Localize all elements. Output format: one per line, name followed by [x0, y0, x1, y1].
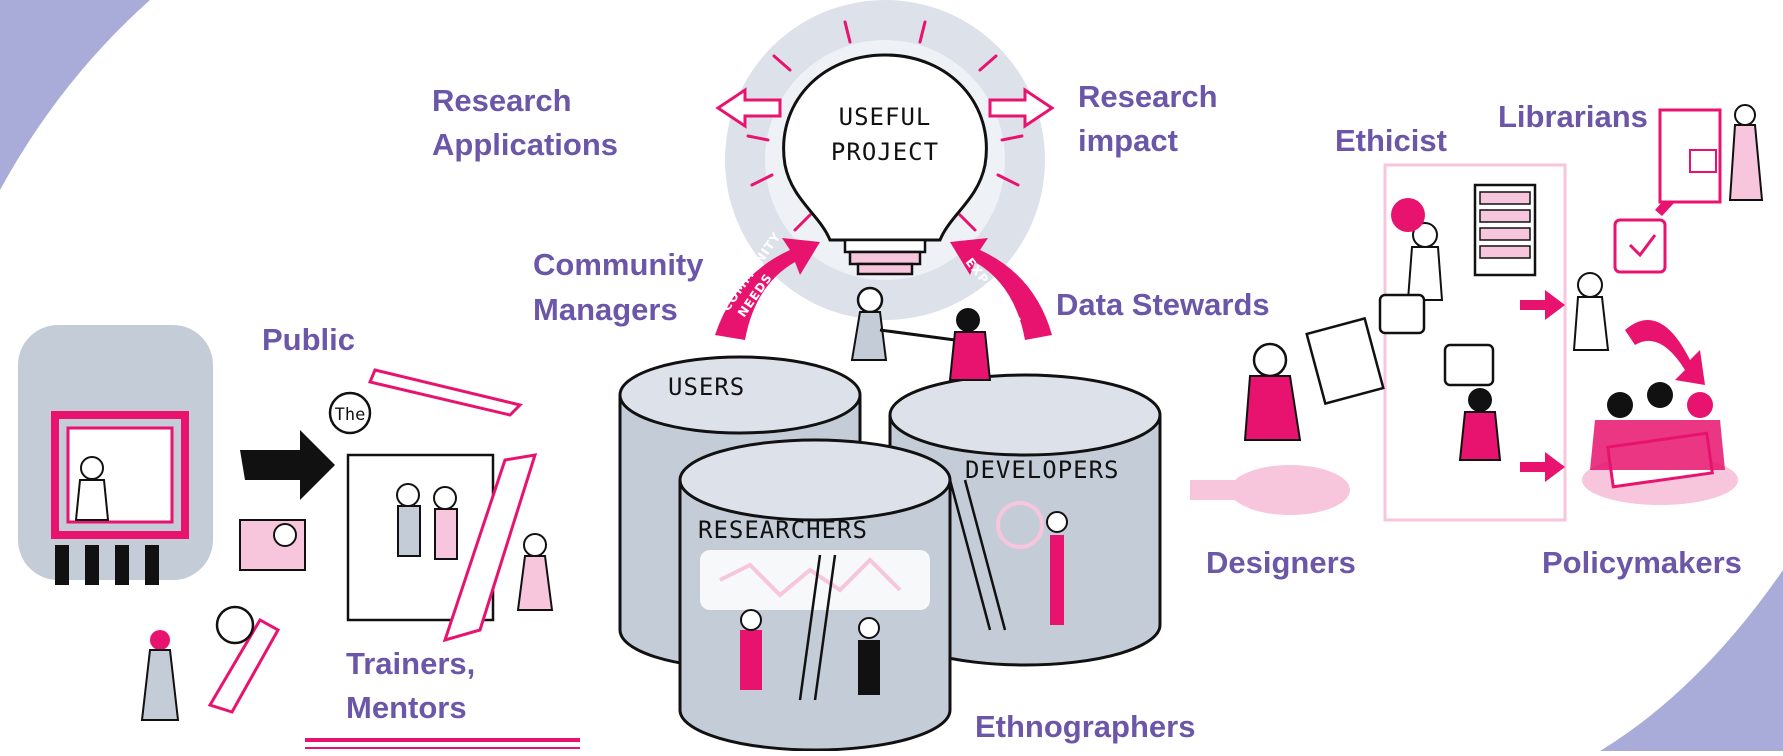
- corner-bottom-right: [1600, 570, 1783, 751]
- community-managers-label-line2: Managers: [533, 292, 678, 327]
- bulb-text-line2: PROJECT: [831, 138, 939, 166]
- designers-label: Designers: [1206, 545, 1356, 580]
- research-applications-label-line1: Research: [432, 83, 572, 118]
- data-stewards-label: Data Stewards: [1056, 287, 1270, 322]
- ethicist-label: Ethicist: [1335, 123, 1447, 158]
- right-scene: [1190, 104, 1764, 522]
- ethnographers-label: Ethnographers: [975, 709, 1196, 744]
- lightbulb-icon: [215, 605, 255, 645]
- research-impact-label-line1: Research: [1078, 79, 1218, 114]
- public-label: Public: [262, 322, 356, 357]
- checkbox-icon: [1613, 218, 1667, 274]
- cylinder-developers: DEVELOPERS: [888, 373, 1162, 667]
- trainers-label-line2: Mentors: [346, 690, 467, 725]
- bulb-text-line1: USEFUL: [839, 103, 932, 131]
- arrow-right-icon: [988, 87, 1055, 129]
- users-label: USERS: [668, 373, 745, 401]
- developers-label: DEVELOPERS: [965, 456, 1120, 484]
- sign-text: The: [335, 405, 366, 425]
- trainers-label-line1: Trainers,: [346, 646, 476, 681]
- research-applications-label-line2: Applications: [432, 127, 619, 162]
- curved-arrow-icon: [1625, 320, 1705, 385]
- public-scene: [18, 325, 213, 585]
- thumbs-up-icon: [1391, 198, 1425, 232]
- trainers-scene: The: [140, 368, 580, 749]
- cylinder-researchers: RESEARCHERS: [678, 438, 952, 752]
- research-impact-label-line2: impact: [1078, 123, 1178, 158]
- researchers-label: RESEARCHERS: [698, 516, 868, 544]
- bulb-group: USEFUL PROJECT COMMUNITY NEEDS EXPERTISE: [715, 0, 1055, 340]
- community-needs-arrow-icon: [715, 238, 820, 340]
- arrow-right-icon-2: [1520, 452, 1565, 482]
- arrow-left-icon: [715, 87, 782, 129]
- magnifier-icon: [328, 391, 372, 435]
- policymakers-label: Policymakers: [1542, 545, 1742, 580]
- speech-bubble-icon: [1443, 343, 1495, 387]
- librarians-label: Librarians: [1498, 99, 1648, 134]
- corner-top-left: [0, 0, 150, 190]
- community-managers-label-line1: Community: [533, 247, 704, 282]
- climbers: [850, 286, 992, 381]
- arrow-right-icon-1: [1520, 290, 1565, 320]
- expertise-arrow-icon: [950, 238, 1052, 340]
